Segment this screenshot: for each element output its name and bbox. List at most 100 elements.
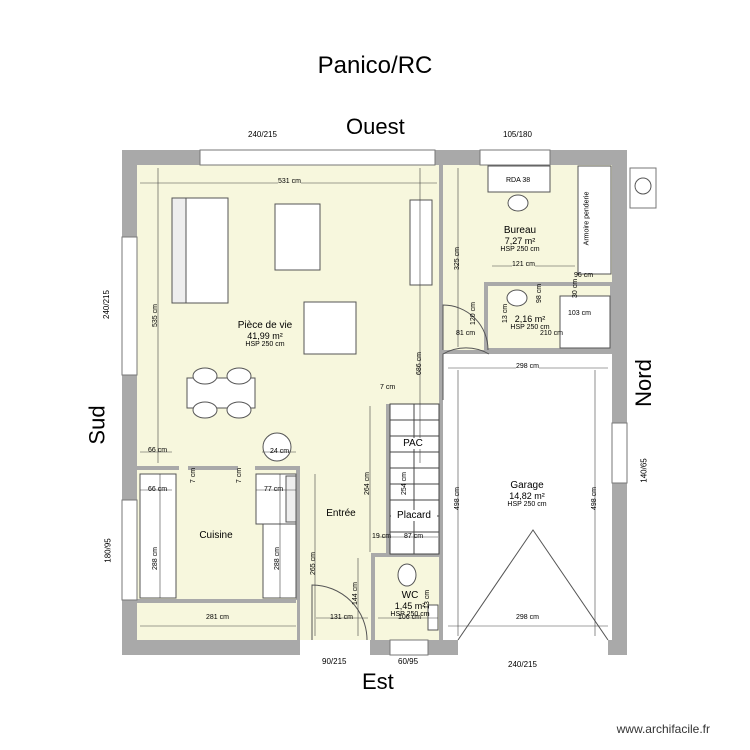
wardrobe-label: Armoire penderie [583, 191, 591, 246]
room-salle-eau: 2,16 m² HSP 250 cm [500, 314, 560, 331]
tv-unit [409, 199, 433, 286]
room-entree: Entrée [326, 508, 356, 519]
room-hsp: HSP 250 cm [510, 324, 550, 331]
shower [559, 295, 611, 349]
chair-1 [192, 367, 218, 385]
dim-label: 131 cm [330, 614, 353, 621]
window-west-main [199, 149, 436, 166]
door-swing-entree [311, 584, 368, 641]
chair-4 [226, 401, 252, 419]
dim-label: 144 cm [351, 582, 359, 605]
sofa-back [171, 197, 187, 304]
opening-east-garage: 240/215 [508, 660, 537, 669]
dim-label: 535 cm [151, 304, 159, 327]
dim-label: 325 cm [453, 247, 461, 270]
window-west-bureau [479, 149, 551, 166]
room-area: 14,82 m² [509, 491, 545, 501]
window-east-wc [389, 639, 429, 656]
pac-unit [262, 432, 292, 462]
dim-label: 254 cm [400, 472, 408, 495]
wall-cuisine-entree [296, 470, 300, 600]
dim-label: 30 cm [572, 278, 580, 299]
coffee-table [274, 203, 321, 271]
dim-label: 288 cm [151, 547, 159, 570]
dim-label: 7 cm [236, 467, 244, 484]
wall-wc-top [371, 553, 439, 557]
wall-stair-left [386, 404, 390, 554]
room-hsp: HSP 250 cm [507, 501, 547, 508]
dim-label: 7 cm [380, 384, 396, 391]
dim-label: 66 cm [148, 486, 168, 493]
dim-label: 24 cm [270, 448, 290, 455]
compass-east: Est [362, 669, 394, 694]
door-swing-bureau [442, 304, 489, 351]
armchair [303, 301, 357, 355]
dim-label: 264 cm [363, 472, 371, 495]
dim-label: 265 cm [309, 552, 317, 575]
north-arrow-circle [634, 177, 652, 195]
wc-sink [427, 604, 439, 631]
dim-label: 298 cm [516, 614, 539, 621]
wall-wc-left [371, 555, 375, 640]
desk-chair [507, 194, 529, 212]
room-hsp: HSP 250 cm [390, 611, 430, 618]
door-east-garage [458, 640, 608, 655]
toilet [397, 563, 417, 587]
dim-label: 7 cm [190, 467, 198, 484]
dim-label: 19 cm [372, 533, 392, 540]
dim-label: 298 cm [516, 363, 539, 370]
opening-north-garage: 140/65 [639, 458, 649, 483]
dim-label: 121 cm [512, 261, 535, 268]
dim-label: 66 cm [148, 447, 168, 454]
room-hsp: HSP 250 cm [245, 341, 285, 348]
compass-west: Ouest [346, 114, 405, 139]
dim-label: 498 cm [590, 487, 598, 510]
desk [487, 165, 551, 193]
dim-label: 106 cm [398, 614, 421, 621]
window-south-cuisine [121, 499, 138, 601]
opening-south-main: 240/215 [101, 290, 111, 319]
dim-label: 686 cm [415, 352, 423, 375]
dim-label: 13 cm [502, 303, 510, 324]
dim-label: 210 cm [540, 330, 563, 337]
wall-cuisine-a [137, 466, 179, 470]
wall-cuisine-c [255, 466, 300, 470]
opening-south-cuisine: 180/95 [103, 538, 113, 563]
wall-central [439, 165, 443, 640]
room-name: Garage [510, 480, 544, 491]
window-south-main [121, 236, 138, 376]
desk-label: RDA 38 [506, 177, 531, 184]
compass-north: Nord [630, 359, 656, 407]
kitchen-counter-left [139, 473, 177, 599]
room-area: 41,99 m² [247, 331, 283, 341]
dim-label: 498 cm [453, 487, 461, 510]
room-wc: WC 1,45 m² HSP 250 cm [380, 590, 440, 618]
dim-label: 87 cm [404, 533, 424, 540]
room-placard: Placard [391, 510, 437, 521]
dim-label: 281 cm [206, 614, 229, 621]
room-area: 2,16 m² [514, 314, 546, 324]
wall-cuisine-b [188, 466, 238, 470]
opening-east-wc: 60/95 [398, 657, 419, 666]
room-area: 1,45 m² [394, 601, 426, 611]
dim-label: 531 cm [278, 178, 301, 185]
washbasin [506, 289, 528, 307]
door-east-entree [300, 640, 370, 655]
dim-label: 103 cm [568, 310, 591, 317]
chair-2 [226, 367, 252, 385]
dim-label: 98 cm [536, 283, 544, 304]
room-piece-de-vie: Pièce de vie 41,99 m² HSP 250 cm [210, 320, 320, 348]
room-garage: Garage 14,82 m² HSP 250 cm [487, 480, 567, 508]
north-arrow-box [629, 167, 657, 209]
floor-garage [443, 354, 612, 640]
kitchen-counter-low [262, 523, 297, 599]
dim-label: 120 cm [469, 302, 477, 325]
room-cuisine: Cuisine [199, 530, 233, 541]
opening-east-entree: 90/215 [322, 657, 347, 666]
wall-cuisine-bottom [137, 599, 296, 603]
room-name: Bureau [503, 225, 537, 236]
door-swing-garage [442, 347, 490, 400]
watermark[interactable]: www.archifacile.fr [616, 722, 710, 736]
room-pac: PAC [393, 438, 433, 449]
